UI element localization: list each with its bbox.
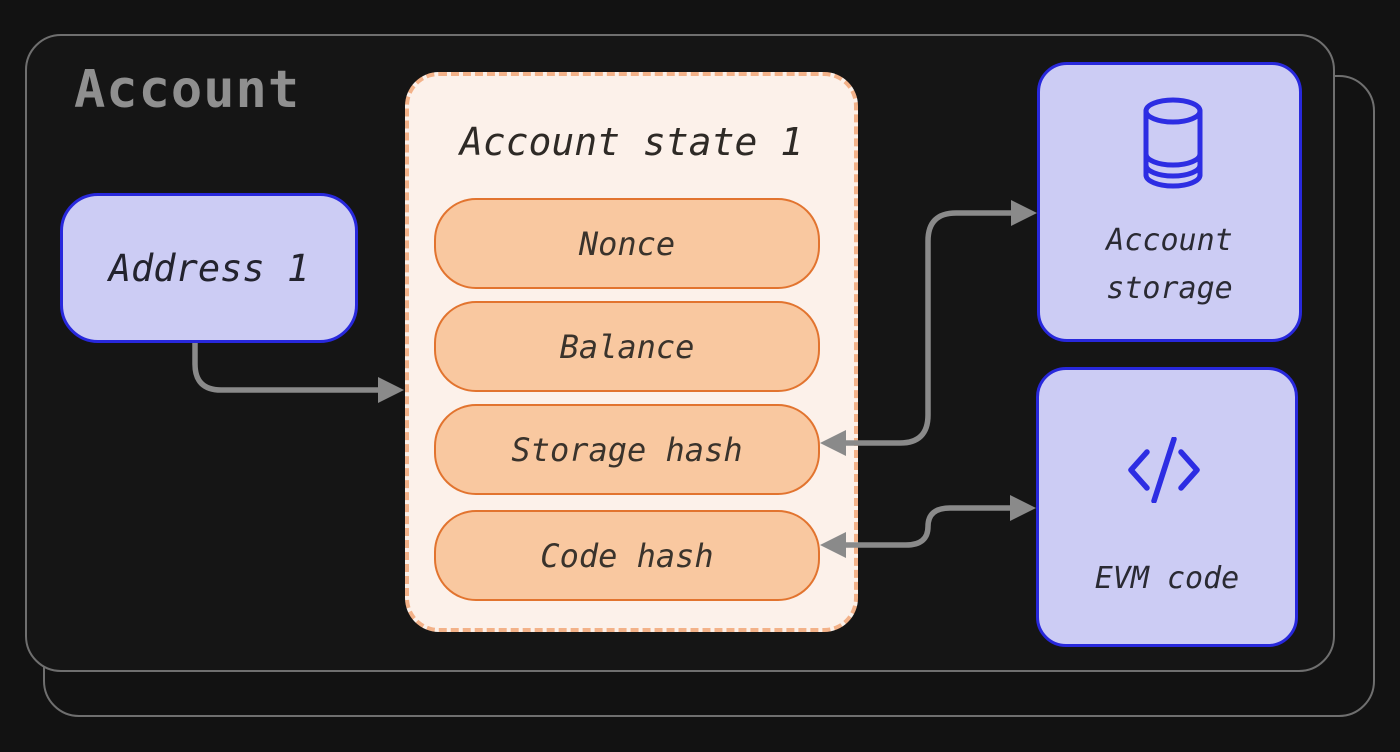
field-pill-balance: Balance xyxy=(434,301,820,392)
account-state-box: Account state 1 Nonce Balance Storage ha… xyxy=(405,72,858,632)
field-pill-storage-hash: Storage hash xyxy=(434,404,820,495)
account-state-title: Account state 1 xyxy=(459,120,804,164)
evm-code-box: EVM code xyxy=(1036,367,1298,647)
field-pill-code-hash: Code hash xyxy=(434,510,820,601)
account-card-title: Account xyxy=(74,60,301,120)
field-label: Balance xyxy=(559,327,695,366)
field-label: Code hash xyxy=(540,536,714,575)
field-pill-nonce: Nonce xyxy=(434,198,820,289)
label-line: storage xyxy=(1106,271,1233,306)
account-storage-label: Account storage xyxy=(1040,217,1299,313)
address-label: Address 1 xyxy=(108,246,310,290)
code-icon xyxy=(1128,437,1200,503)
field-label: Storage hash xyxy=(511,430,743,469)
label-line: Account xyxy=(1106,223,1233,258)
account-storage-box: Account storage xyxy=(1037,62,1302,342)
address-box: Address 1 xyxy=(60,193,358,343)
database-icon xyxy=(1143,97,1203,189)
evm-code-label: EVM code xyxy=(1094,561,1240,596)
field-label: Nonce xyxy=(578,224,676,263)
